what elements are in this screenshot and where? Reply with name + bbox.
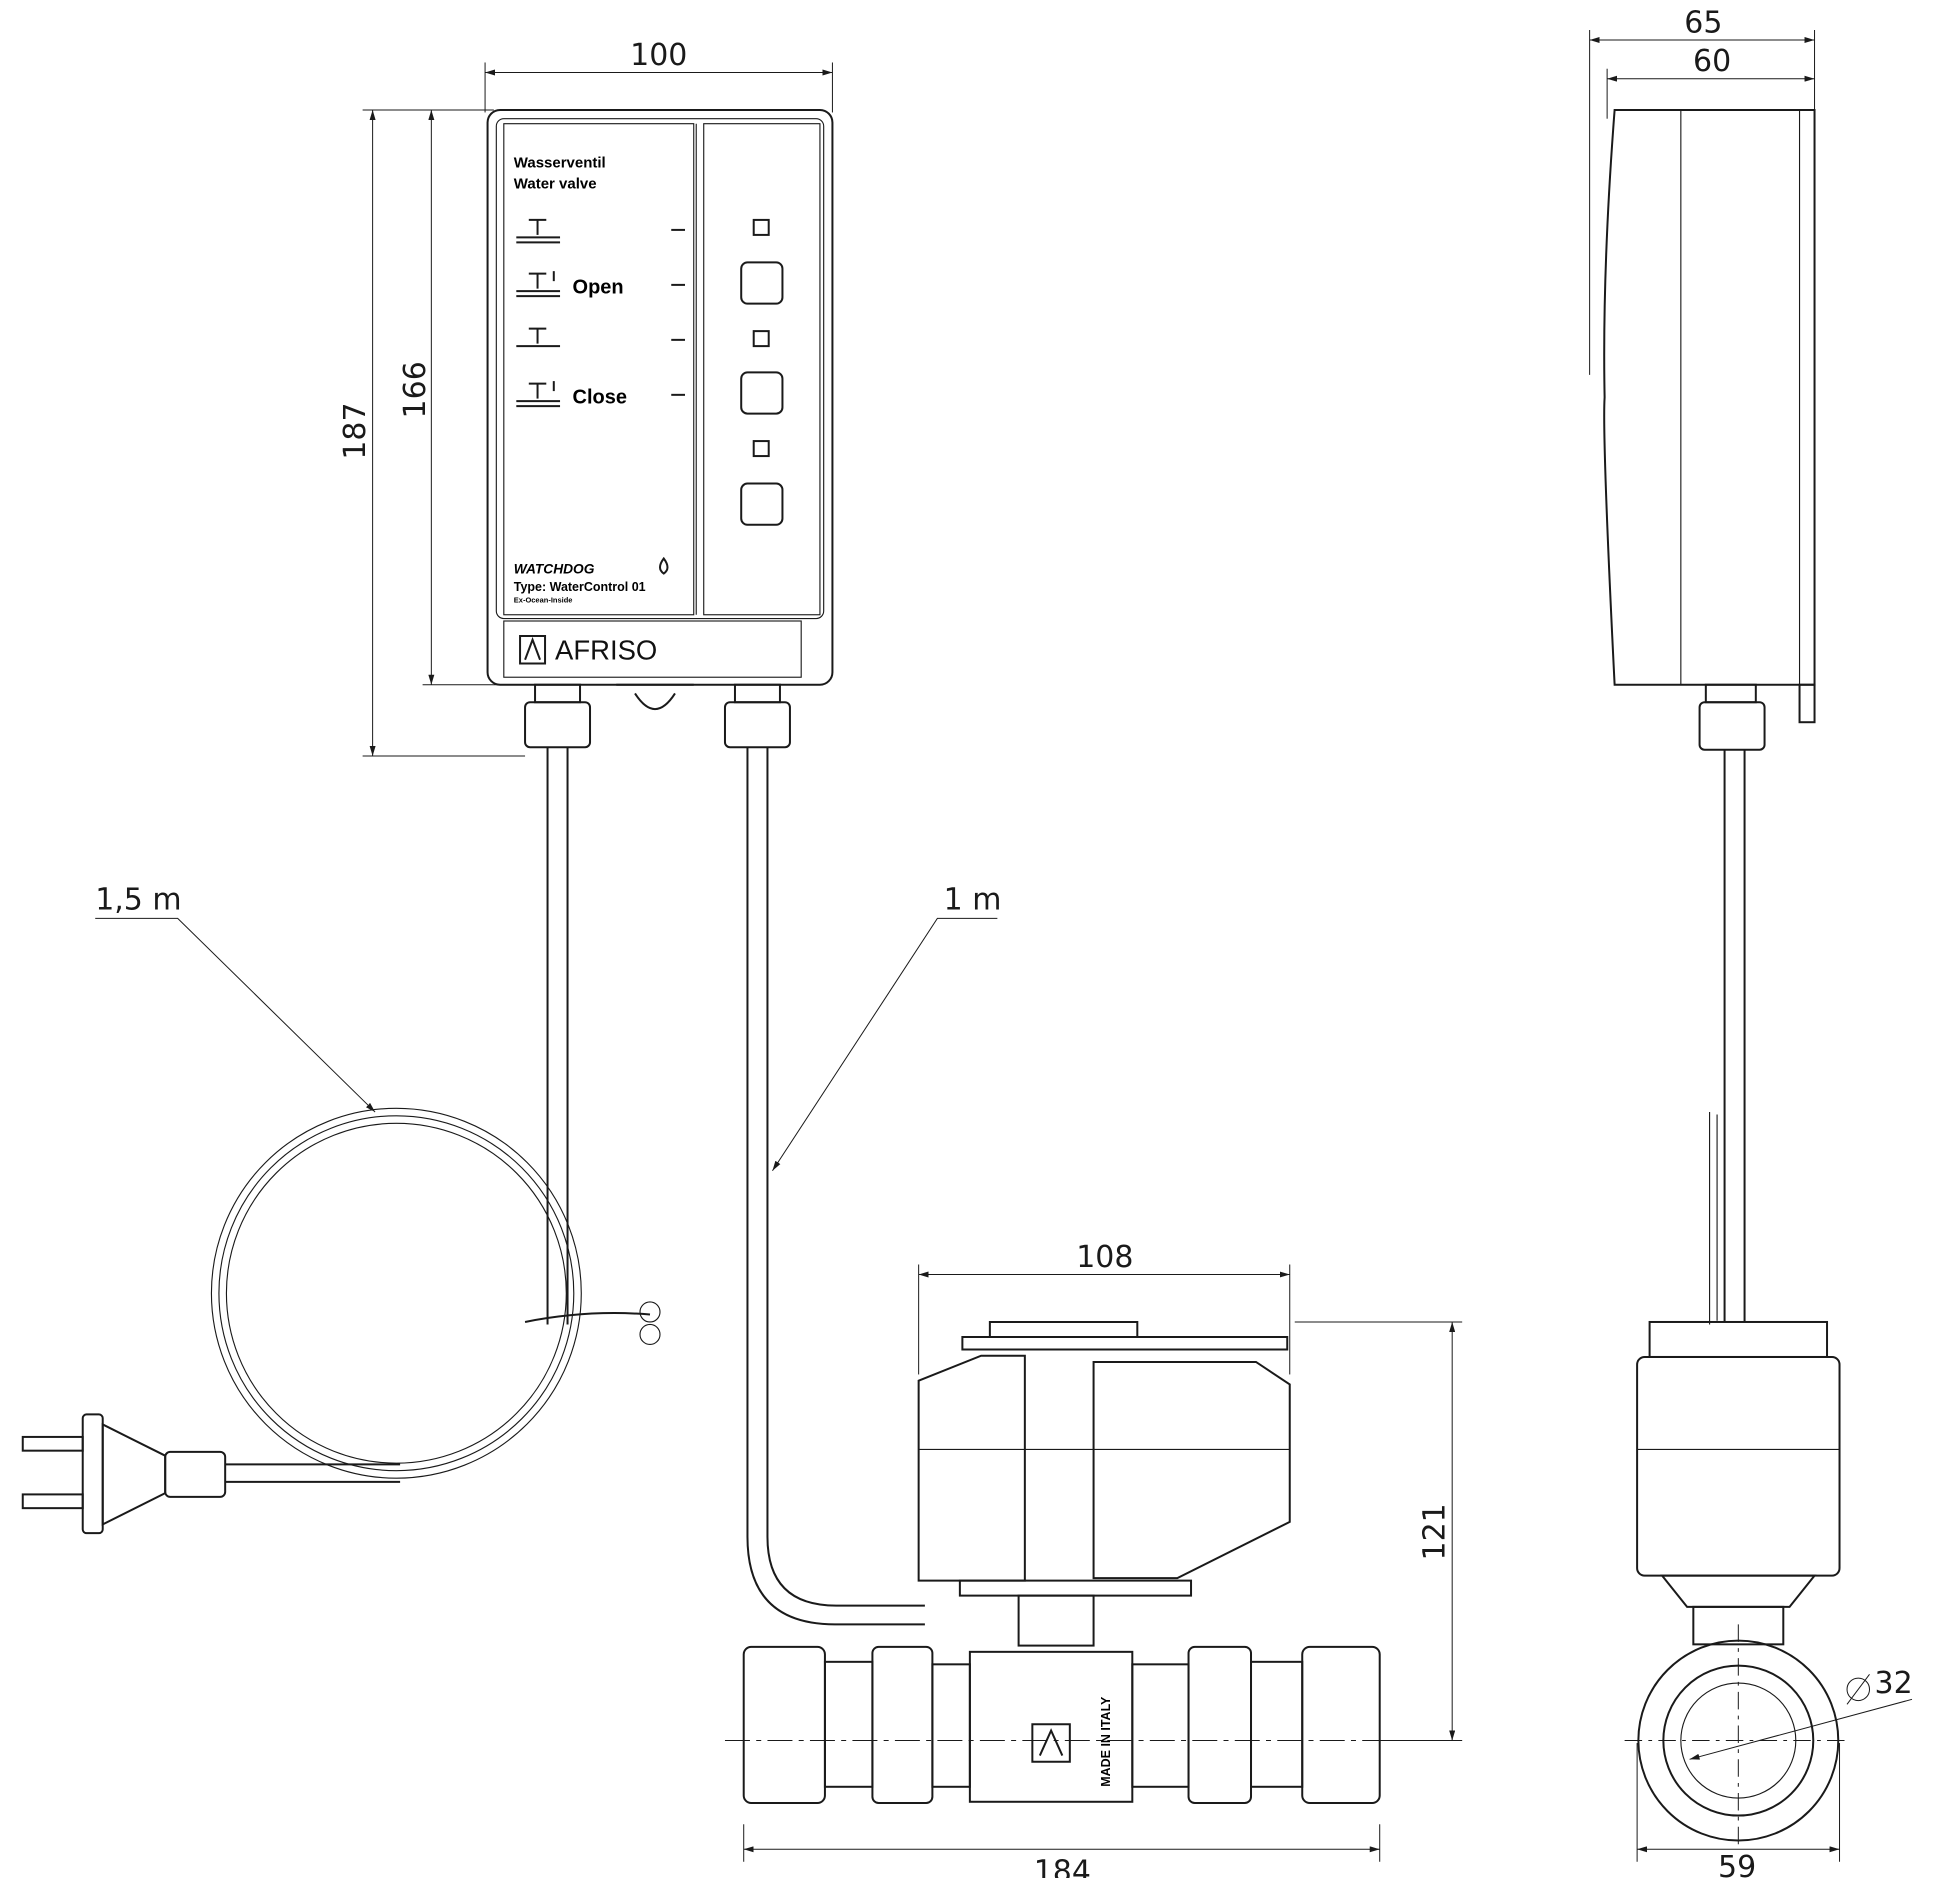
manufacturer-logo: AFRISO — [555, 635, 657, 666]
dimension-pipe-diameter: 32 — [1689, 1666, 1913, 1760]
dim-184: 184 — [1034, 1855, 1091, 1878]
led-indicator — [752, 440, 770, 458]
water-drop-icon — [659, 556, 669, 575]
dim-100: 100 — [630, 38, 687, 73]
dim-32: 32 — [1875, 1666, 1913, 1701]
open-button[interactable] — [740, 261, 784, 305]
wall-mount-tab — [616, 683, 694, 711]
control-box-front: Wasserventil Water valve Open Close WATC… — [486, 108, 834, 749]
type-label: Type: WaterControl 01 — [514, 580, 646, 594]
valve-cable — [746, 747, 925, 1626]
dimension-box-width: 100 — [484, 38, 833, 113]
sub-label: Ex-Ocean-Inside — [514, 595, 573, 604]
valve-cable-length: 1 m — [944, 883, 1002, 918]
dimension-valve-side-width: 59 — [1636, 1743, 1841, 1878]
dimension-actuator-width: 108 — [918, 1240, 1291, 1375]
valve-side-view — [1624, 1320, 1850, 1850]
dim-65: 65 — [1684, 5, 1722, 40]
dim-166: 166 — [398, 361, 433, 418]
dim-121: 121 — [1418, 1503, 1453, 1560]
led-indicator — [752, 330, 770, 348]
made-in-italy-marking: MADE IN ITALY — [1099, 1696, 1113, 1787]
dimension-box-height-body: 166 — [398, 109, 501, 686]
led-indicator — [752, 218, 770, 236]
power-cable-length: 1,5 m — [95, 883, 181, 918]
dim-187: 187 — [338, 402, 373, 459]
valve-status-icons — [516, 218, 561, 408]
close-label: Close — [573, 387, 627, 409]
cable-length-callouts: 1,5 m 1 m — [95, 883, 1002, 1172]
dim-60: 60 — [1693, 44, 1731, 79]
title-en: Water valve — [514, 176, 597, 193]
dimension-valve-length: 184 — [743, 1824, 1381, 1878]
afriso-logo-icon — [519, 634, 547, 665]
valve-close-icon — [516, 381, 561, 408]
valve-actuator-front — [917, 1320, 1291, 1647]
valve-icon — [516, 218, 561, 244]
watchdog-logo: WATCHDOG — [514, 562, 595, 577]
dimension-box-height-total: 187 — [338, 109, 526, 757]
open-label: Open — [573, 277, 624, 299]
valve-closed-icon — [516, 327, 561, 348]
dim-108: 108 — [1076, 1240, 1133, 1275]
dimension-side-depth: 65 60 — [1589, 5, 1816, 375]
power-cable — [210, 747, 661, 1483]
dimension-valve-height: 121 — [1294, 1321, 1463, 1742]
mode-button[interactable] — [740, 482, 784, 526]
valve-open-icon — [516, 271, 561, 298]
close-button[interactable] — [740, 371, 784, 415]
valve-body-front: MADE IN ITALY — [724, 1645, 1400, 1805]
afriso-mark-icon — [1031, 1723, 1071, 1763]
control-box-side — [1603, 108, 1816, 1325]
power-plug — [21, 1413, 227, 1535]
dim-59: 59 — [1718, 1850, 1756, 1878]
title-de: Wasserventil — [514, 154, 606, 171]
